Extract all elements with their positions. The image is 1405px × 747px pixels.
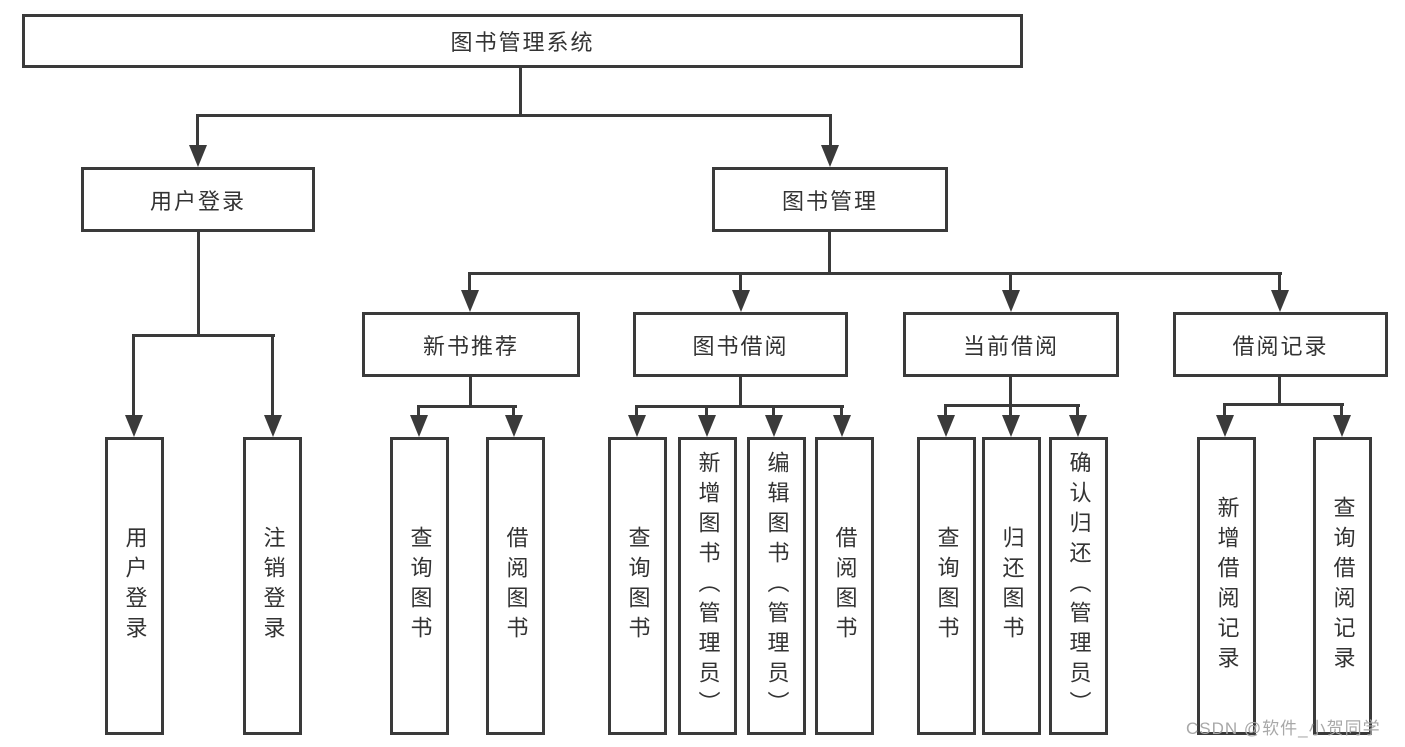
arrowhead-down-icon bbox=[765, 415, 783, 437]
connector-line bbox=[519, 68, 522, 117]
arrowhead-down-icon bbox=[821, 145, 839, 167]
leaf-borrow-borrow-books-label: 借阅图书 bbox=[832, 526, 858, 646]
leaf-current-return-books-label: 归还图书 bbox=[999, 526, 1025, 646]
leaf-recommend-query-books-label: 查询图书 bbox=[407, 526, 433, 646]
leaf-current-confirm-return-admin: 确认归还（管理员） bbox=[1049, 437, 1108, 735]
connector-line bbox=[132, 334, 135, 420]
connector-line bbox=[469, 376, 472, 408]
connector-line bbox=[1009, 377, 1012, 407]
arrowhead-down-icon bbox=[1002, 290, 1020, 312]
connector-line bbox=[468, 272, 1282, 275]
connector-line bbox=[705, 405, 708, 420]
leaf-current-return-books: 归还图书 bbox=[982, 437, 1041, 735]
leaf-current-query-books: 查询图书 bbox=[917, 437, 976, 735]
leaf-user-login-label: 用户登录 bbox=[122, 526, 148, 646]
connector-line bbox=[197, 232, 200, 337]
connector-line bbox=[944, 404, 1080, 407]
connector-line bbox=[739, 377, 742, 408]
arrowhead-down-icon bbox=[1069, 415, 1087, 437]
node-library-system: 图书管理系统 bbox=[22, 14, 1023, 68]
node-book-borrow-label: 图书借阅 bbox=[692, 333, 789, 359]
connector-line bbox=[1223, 403, 1344, 406]
node-user-login: 用户登录 bbox=[81, 167, 315, 232]
arrowhead-down-icon bbox=[1271, 290, 1289, 312]
watermark: CSDN @软件_小贺同学 bbox=[1186, 719, 1381, 738]
arrowhead-down-icon bbox=[125, 415, 143, 437]
leaf-records-add-record: 新增借阅记录 bbox=[1197, 437, 1256, 735]
arrowhead-down-icon bbox=[1333, 415, 1351, 437]
arrowhead-down-icon bbox=[833, 415, 851, 437]
leaf-borrow-borrow-books: 借阅图书 bbox=[815, 437, 874, 735]
connector-line bbox=[271, 334, 274, 420]
leaf-current-confirm-return-admin-label: 确认归还（管理员） bbox=[1066, 451, 1092, 721]
node-borrow-records-label: 借阅记录 bbox=[1232, 333, 1329, 359]
connector-line bbox=[196, 114, 832, 117]
connector-line bbox=[1340, 403, 1343, 420]
connector-line bbox=[828, 232, 831, 275]
arrowhead-down-icon bbox=[732, 290, 750, 312]
leaf-recommend-borrow-books: 借阅图书 bbox=[486, 437, 545, 735]
connector-line bbox=[468, 272, 471, 295]
leaf-borrow-query-books-label: 查询图书 bbox=[625, 526, 651, 646]
node-current-borrow: 当前借阅 bbox=[903, 312, 1119, 377]
connector-line bbox=[635, 405, 638, 420]
arrowhead-down-icon bbox=[264, 415, 282, 437]
arrowhead-down-icon bbox=[937, 415, 955, 437]
leaf-logout-label: 注销登录 bbox=[260, 526, 286, 646]
connector-line bbox=[635, 405, 844, 408]
connector-line bbox=[132, 334, 275, 337]
connector-line bbox=[829, 114, 832, 150]
arrowhead-down-icon bbox=[1002, 415, 1020, 437]
connector-line bbox=[1278, 377, 1281, 406]
arrowhead-down-icon bbox=[189, 145, 207, 167]
leaf-records-add-record-label: 新增借阅记录 bbox=[1214, 496, 1240, 676]
node-current-borrow-label: 当前借阅 bbox=[962, 333, 1059, 359]
leaf-borrow-query-books: 查询图书 bbox=[608, 437, 667, 735]
arrowhead-down-icon bbox=[410, 415, 428, 437]
connector-line bbox=[739, 272, 742, 295]
arrowhead-down-icon bbox=[1216, 415, 1234, 437]
connector-line bbox=[944, 404, 947, 420]
connector-line bbox=[1278, 272, 1281, 295]
connector-line bbox=[840, 405, 843, 420]
arrowhead-down-icon bbox=[628, 415, 646, 437]
leaf-borrow-add-books-admin-label: 新增图书（管理员） bbox=[695, 451, 721, 721]
arrowhead-down-icon bbox=[461, 290, 479, 312]
leaf-borrow-edit-books-admin-label: 编辑图书（管理员） bbox=[764, 451, 790, 721]
node-book-management: 图书管理 bbox=[712, 167, 948, 232]
leaf-logout: 注销登录 bbox=[243, 437, 302, 735]
leaf-records-query-record: 查询借阅记录 bbox=[1313, 437, 1372, 735]
connector-line bbox=[512, 405, 515, 420]
connector-line bbox=[1009, 404, 1012, 420]
node-user-login-label: 用户登录 bbox=[149, 188, 246, 214]
leaf-recommend-query-books: 查询图书 bbox=[390, 437, 449, 735]
connector-line bbox=[1223, 403, 1226, 420]
node-book-management-label: 图书管理 bbox=[781, 188, 878, 214]
node-borrow-records: 借阅记录 bbox=[1173, 312, 1388, 377]
connector-line bbox=[1076, 404, 1079, 420]
connector-line bbox=[417, 405, 517, 408]
node-library-system-label: 图书管理系统 bbox=[450, 30, 595, 55]
leaf-borrow-edit-books-admin: 编辑图书（管理员） bbox=[747, 437, 806, 735]
connector-line bbox=[417, 405, 420, 420]
connector-line bbox=[772, 405, 775, 420]
arrowhead-down-icon bbox=[698, 415, 716, 437]
leaf-borrow-add-books-admin: 新增图书（管理员） bbox=[678, 437, 737, 735]
connector-line bbox=[196, 114, 199, 150]
leaf-records-query-record-label: 查询借阅记录 bbox=[1330, 496, 1356, 676]
leaf-user-login: 用户登录 bbox=[105, 437, 164, 735]
connector-line bbox=[1009, 272, 1012, 295]
arrowhead-down-icon bbox=[505, 415, 523, 437]
leaf-current-query-books-label: 查询图书 bbox=[934, 526, 960, 646]
leaf-recommend-borrow-books-label: 借阅图书 bbox=[503, 526, 529, 646]
node-new-book-recommend: 新书推荐 bbox=[362, 312, 580, 377]
node-new-book-recommend-label: 新书推荐 bbox=[422, 333, 519, 359]
node-book-borrow: 图书借阅 bbox=[633, 312, 848, 377]
